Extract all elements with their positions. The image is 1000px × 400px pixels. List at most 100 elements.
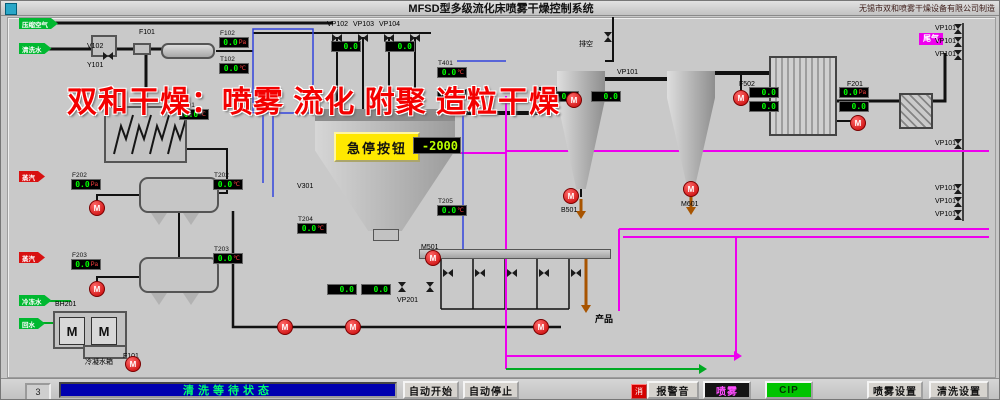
tag-V301: V301: [297, 183, 314, 190]
spray-button[interactable]: 喷雾: [703, 381, 751, 399]
valve-icon[interactable]: [954, 210, 967, 220]
dryer-top-band: [315, 109, 455, 121]
valve-icon[interactable]: [954, 37, 967, 47]
pump-icon[interactable]: M: [425, 250, 441, 266]
company-label: 无锡市双和喷雾干燥设备有限公司制造: [859, 3, 995, 13]
valve-icon[interactable]: [398, 282, 411, 292]
valve-icon[interactable]: [539, 264, 549, 277]
valve-icon[interactable]: [426, 282, 439, 292]
valve-icon[interactable]: [384, 29, 394, 42]
mute-indicator[interactable]: 消: [631, 384, 647, 399]
control-bar: 3 清洗等待状态 自动开始 自动停止 消 报警音 喷雾 CIP 喷雾设置 清洗设…: [1, 378, 999, 399]
valve-icon[interactable]: [475, 264, 485, 277]
valve-icon[interactable]: [954, 24, 967, 34]
status-bar: 清洗等待状态: [59, 382, 397, 398]
alarm-sound-button[interactable]: 报警音: [647, 381, 699, 399]
fluid-bed-1: [139, 177, 219, 213]
pump-icon[interactable]: M: [733, 90, 749, 106]
condenser: [769, 56, 837, 136]
tag-尾气: 尾气: [919, 33, 943, 45]
watermark-text: 双和干燥：喷雾 流化 附聚 造粒干燥: [67, 77, 560, 121]
auto-stop-button[interactable]: 自动停止: [463, 381, 519, 399]
agitator-motor-2: M: [91, 317, 117, 345]
cip-button[interactable]: CIP: [765, 381, 813, 399]
auto-start-button[interactable]: 自动开始: [403, 381, 459, 399]
flow-arrow-压缩空气: 压缩空气: [19, 18, 58, 29]
tag-VP101: VP101: [935, 51, 957, 58]
flow-arrow-清洗水: 清洗水: [19, 43, 52, 54]
tag-VP101: VP101: [935, 38, 957, 45]
spray-settings-button[interactable]: 喷雾设置: [867, 381, 923, 399]
pump-icon[interactable]: M: [563, 188, 579, 204]
condensate-tank: [83, 345, 127, 359]
pump-icon[interactable]: M: [277, 319, 293, 335]
flow-arrow-蒸汽: 蒸汽: [19, 252, 45, 263]
heater-f101: [133, 43, 151, 55]
tag-M501: M501: [421, 244, 439, 251]
valve-icon[interactable]: [443, 264, 453, 277]
watermark-lead: 双和干燥：: [67, 86, 222, 119]
tag-VP101: VP101: [617, 69, 639, 76]
valve-icon[interactable]: [410, 29, 420, 42]
tag-V102: V102: [87, 43, 104, 50]
pump-icon[interactable]: M: [89, 281, 105, 297]
tag-VP101: VP101: [935, 25, 957, 32]
agitator-letter: M: [66, 323, 78, 339]
flow-arrow-蒸汽: 蒸汽: [19, 171, 45, 182]
tag-VP101: VP101: [935, 211, 957, 218]
pump-icon[interactable]: M: [345, 319, 361, 335]
tag-VP101: VP101: [935, 198, 957, 205]
cip-manifold: [419, 249, 611, 259]
display-0.0: 0.0: [749, 101, 779, 112]
agitator-letter: M: [98, 323, 110, 339]
valve-icon[interactable]: [954, 184, 967, 194]
tag-BH201: BH201: [55, 301, 77, 308]
air-filter-f102: [161, 43, 215, 59]
pump-icon[interactable]: M: [683, 181, 699, 197]
filter-elements-icon: [113, 114, 188, 155]
app-icon: [5, 3, 17, 15]
exhaust-filter: [899, 93, 933, 129]
pump-icon[interactable]: M: [566, 92, 582, 108]
tag-F201: F201: [847, 81, 863, 88]
display--2000: -2000: [413, 137, 461, 154]
page-title: MFSD型多级流化床喷雾干燥控制系统: [408, 3, 594, 15]
valve-icon[interactable]: [604, 32, 617, 42]
pump-icon[interactable]: M: [850, 115, 866, 131]
display-0.0: 0.0: [331, 41, 361, 52]
valve-icon[interactable]: [571, 264, 581, 277]
valve-icon[interactable]: [358, 29, 368, 42]
valve-icon[interactable]: [954, 50, 967, 60]
display-0.0: 0.0: [749, 87, 779, 98]
valve-icon[interactable]: [954, 139, 967, 149]
feed-tank-bh201: M M: [53, 311, 127, 349]
display-0.0: 0.0: [361, 284, 391, 295]
display-0.0: 0.0: [327, 284, 357, 295]
dryer-outlet: [373, 229, 399, 241]
display-0.0: 0.0: [437, 89, 467, 100]
display-0.0: 0.0: [385, 41, 415, 52]
valve-icon[interactable]: [507, 264, 517, 277]
pump-icon[interactable]: M: [89, 200, 105, 216]
valve-icon[interactable]: [954, 197, 967, 207]
tag-F502: F502: [739, 81, 755, 88]
tag-VP101: VP101: [935, 185, 957, 192]
pump-icon[interactable]: M: [125, 356, 141, 372]
valve-icon[interactable]: [332, 29, 342, 42]
watermark-rest: 喷雾 流化 附聚 造粒干燥: [222, 86, 561, 119]
pump-icon[interactable]: M: [533, 319, 549, 335]
valve-icon[interactable]: [103, 47, 113, 60]
clean-settings-button[interactable]: 清洗设置: [929, 381, 989, 399]
